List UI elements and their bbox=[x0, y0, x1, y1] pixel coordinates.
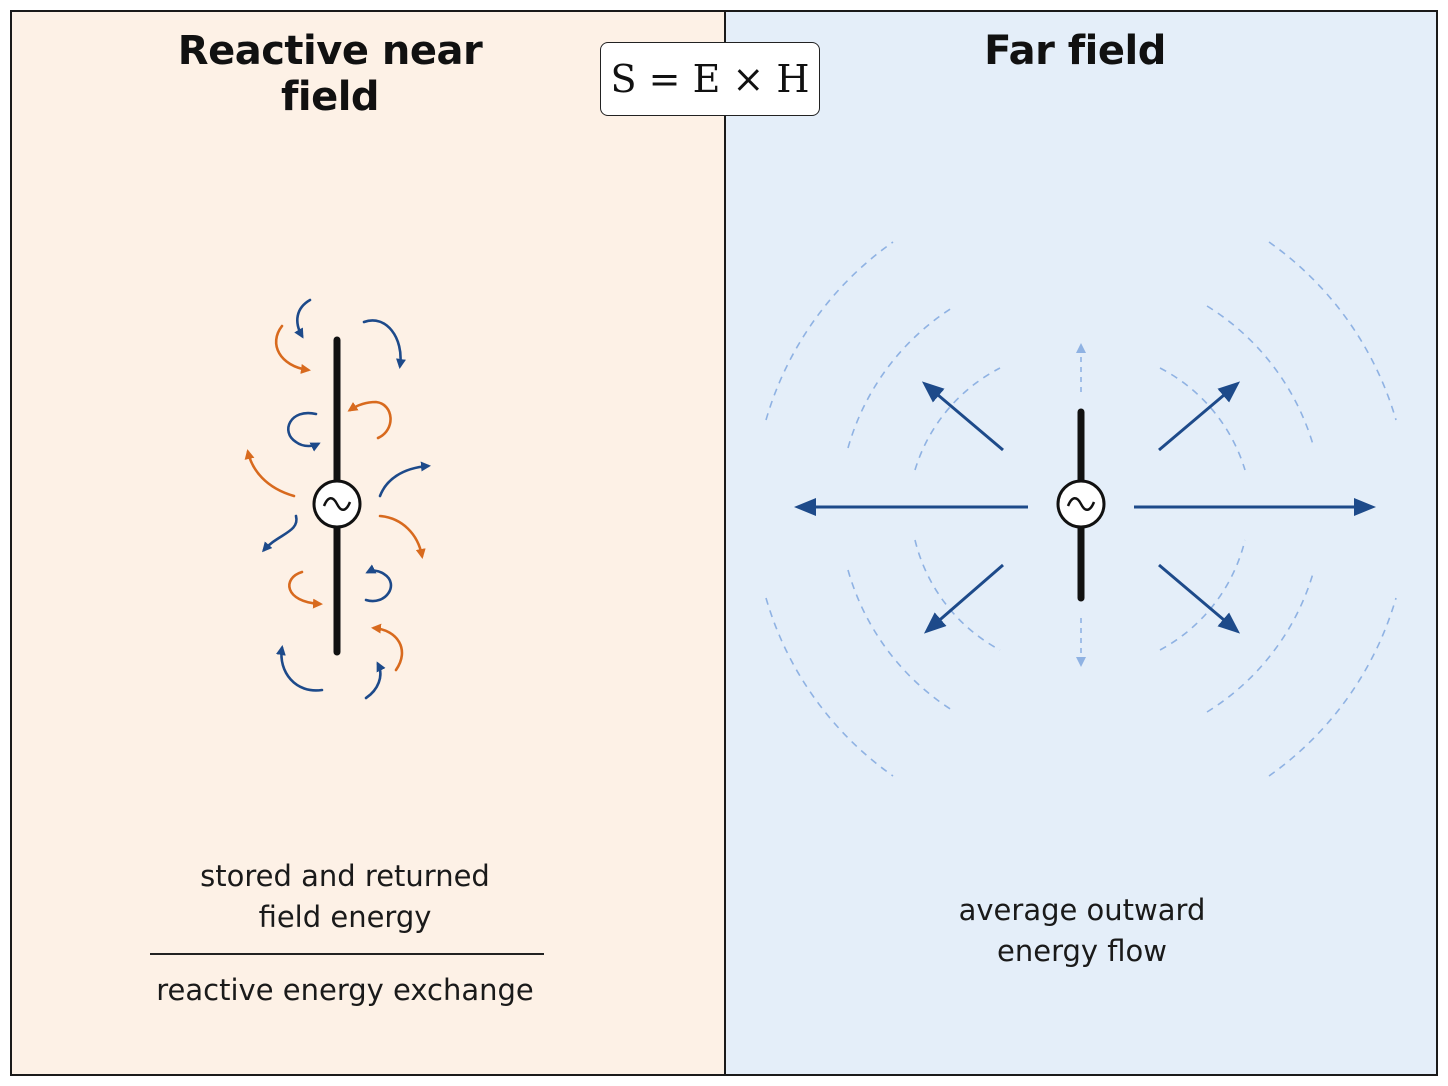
orange-arrow bbox=[274, 324, 311, 374]
caption-divider bbox=[150, 953, 544, 955]
wavefront-arc bbox=[1206, 305, 1315, 449]
caption-line: average outward bbox=[958, 893, 1206, 927]
wavefront-arc bbox=[1159, 367, 1246, 471]
near-field-dipole bbox=[312, 336, 362, 656]
orange-arrow bbox=[244, 449, 296, 498]
orange-arrow bbox=[288, 570, 323, 609]
wavefront-arc bbox=[765, 597, 894, 777]
reactive-exchange-label: reactive energy exchange bbox=[156, 973, 534, 1007]
caption-line: field energy bbox=[258, 900, 432, 934]
orange-arrow bbox=[371, 623, 404, 672]
blue-arrow bbox=[275, 645, 324, 692]
blue-arrow bbox=[364, 564, 393, 603]
poynting-formula-box: S = E × H bbox=[600, 42, 820, 116]
near-field-arrows bbox=[244, 298, 431, 700]
wavefront-arc bbox=[765, 241, 894, 421]
wavefronts bbox=[765, 241, 1397, 777]
diagram-frame bbox=[10, 10, 1438, 1076]
arrow-lower-right bbox=[1158, 563, 1241, 634]
caption-line: energy flow bbox=[997, 934, 1167, 968]
wavefront-arc bbox=[1159, 539, 1246, 651]
radiation-arrows bbox=[794, 381, 1376, 634]
blue-arrow bbox=[262, 514, 298, 553]
caption-line: stored and returned bbox=[200, 859, 490, 893]
blue-arrow bbox=[364, 661, 386, 700]
wavefront-arc bbox=[914, 367, 1001, 471]
orange-arrow bbox=[378, 514, 426, 559]
arrow-upper-left bbox=[921, 381, 1004, 452]
wavefront-arc bbox=[914, 539, 1001, 651]
blue-arrow bbox=[294, 298, 312, 339]
far-field-caption: average outward energy flow bbox=[900, 890, 1264, 972]
panel-divider bbox=[724, 12, 726, 1074]
wavefront-arc bbox=[1268, 597, 1397, 777]
sine-wave-icon bbox=[1066, 497, 1096, 511]
far-field-dipole bbox=[1056, 408, 1106, 602]
far-field-title: Far field bbox=[984, 28, 1166, 74]
wavefront-arc bbox=[847, 569, 956, 713]
orange-arrow bbox=[347, 400, 392, 440]
blue-arrow bbox=[287, 411, 321, 452]
poynting-formula: S = E × H bbox=[610, 57, 810, 101]
near-field-panel bbox=[12, 12, 725, 1074]
near-field-title: Reactive near field bbox=[177, 28, 483, 120]
near-field-caption: stored and returned field energy bbox=[140, 856, 550, 938]
wavefront-arc bbox=[847, 305, 956, 449]
arrow-upper-right bbox=[1158, 381, 1241, 452]
wavefront-arc bbox=[1268, 241, 1397, 421]
wavefront-arc bbox=[1206, 569, 1315, 713]
arrow-lower-left bbox=[923, 563, 1004, 634]
sine-wave-icon bbox=[322, 497, 352, 511]
blue-arrow bbox=[378, 461, 431, 498]
blue-arrow bbox=[362, 319, 406, 369]
